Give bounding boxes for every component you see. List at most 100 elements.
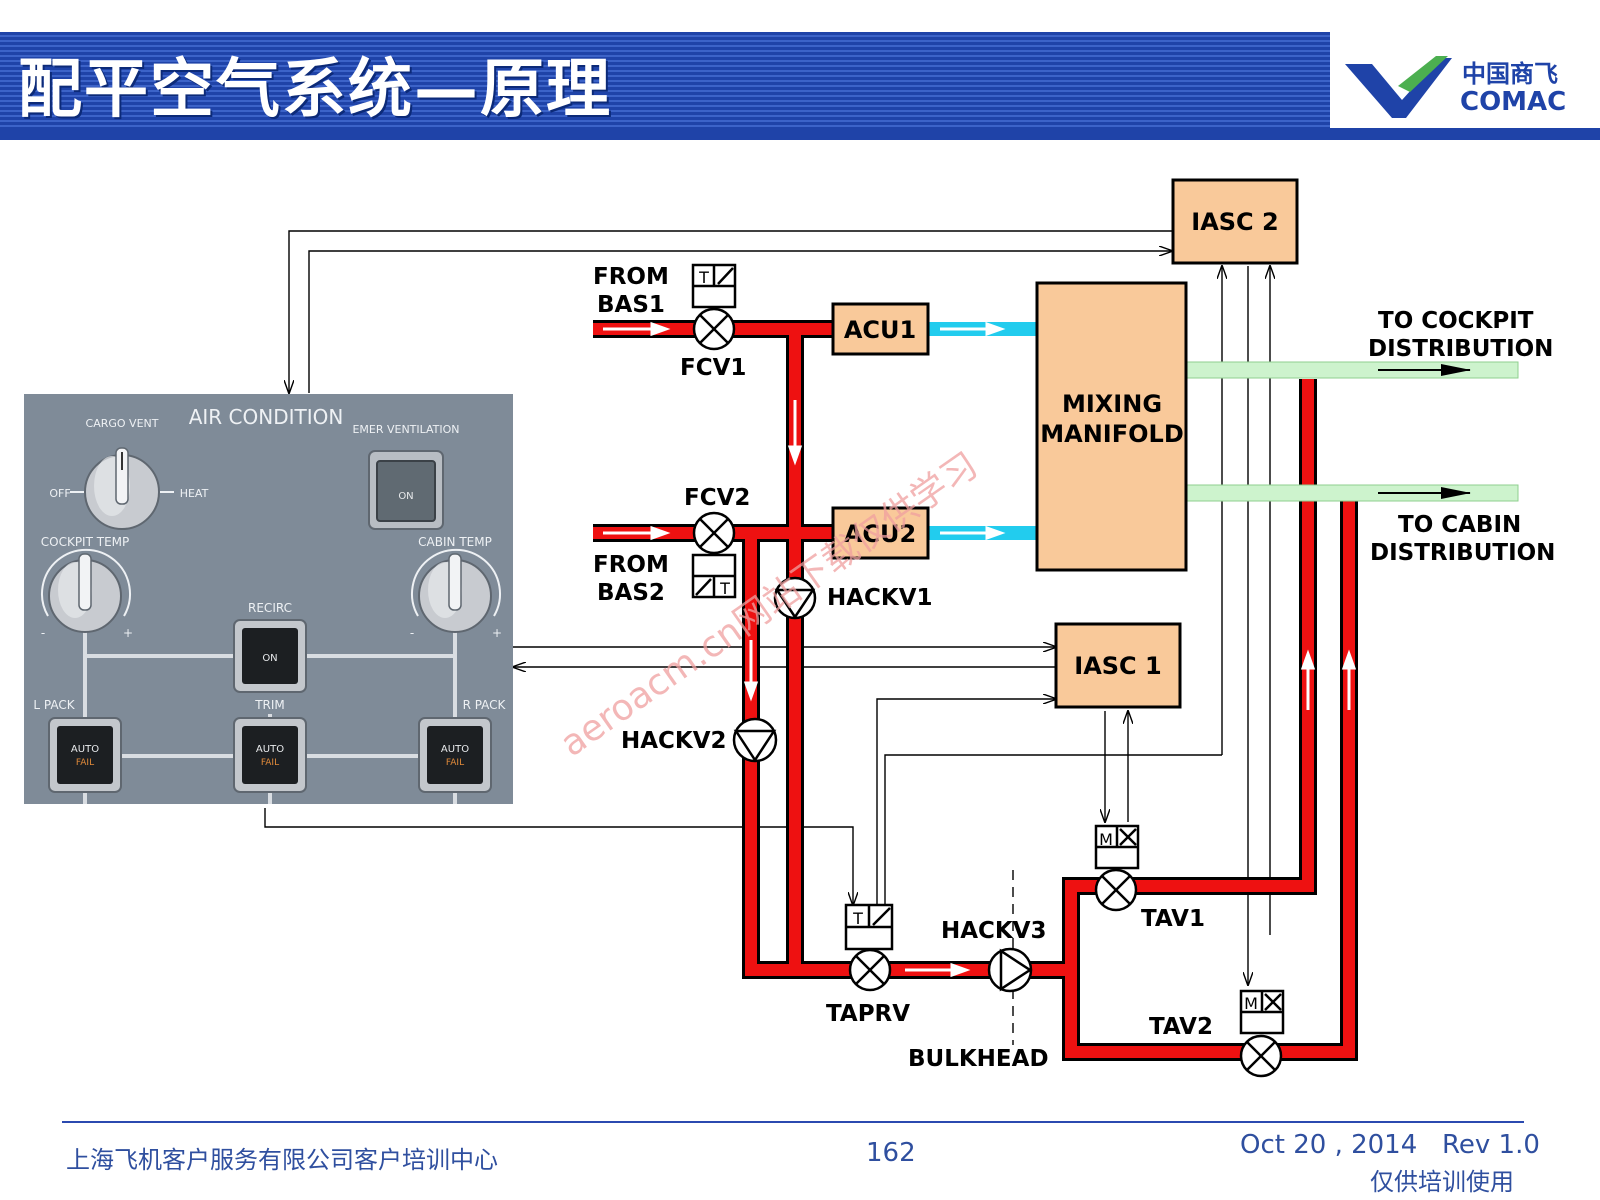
tav1-label: TAV1 bbox=[1141, 906, 1205, 932]
hackv1-label: HACKV1 bbox=[827, 585, 933, 611]
panel-labels: AIR CONDITION CARGO VENT OFF HEAT EMER V… bbox=[33, 405, 506, 712]
comac-logo: 中国商飞 COMAC bbox=[1345, 56, 1566, 118]
recirc-button[interactable]: ON bbox=[233, 619, 307, 693]
iasc2-label: IASC 2 bbox=[1191, 208, 1278, 236]
signal-iasc2-to-taprv bbox=[884, 754, 1222, 905]
tav1-m: M bbox=[1099, 830, 1113, 849]
signal-lines bbox=[264, 230, 1270, 1045]
recirc-on-text: ON bbox=[262, 653, 277, 664]
cockpit-minus: - bbox=[41, 626, 45, 640]
footer-revision: Rev 1.0 bbox=[1442, 1130, 1540, 1160]
fcv1-label: FCV1 bbox=[680, 355, 746, 381]
cabin-plus: + bbox=[492, 626, 502, 640]
r-pack-auto: AUTO bbox=[441, 744, 469, 755]
taprv-label: TAPRV bbox=[826, 1001, 910, 1027]
bulkhead-label: BULKHEAD bbox=[908, 1046, 1049, 1072]
recirc-label: RECIRC bbox=[248, 601, 292, 615]
logo-chevron-green bbox=[1398, 56, 1448, 92]
manifold-label: MANIFOLD bbox=[1040, 420, 1183, 448]
signal-iasc2-to-panel bbox=[289, 230, 1172, 393]
emer-on-text: ON bbox=[398, 491, 413, 502]
cockpit-plus: + bbox=[123, 626, 133, 640]
pipe-flow-arrows bbox=[603, 321, 1357, 978]
heat-label: HEAT bbox=[180, 487, 209, 500]
logo-en-text: COMAC bbox=[1460, 87, 1566, 117]
cockpit-temp-knob[interactable] bbox=[41, 548, 131, 633]
to-cabin-label: TO CABIN bbox=[1398, 512, 1521, 538]
trim-auto: AUTO bbox=[256, 744, 284, 755]
valves bbox=[691, 263, 1285, 1078]
iasc1-label: IASC 1 bbox=[1074, 652, 1161, 680]
trim-label: TRIM bbox=[254, 698, 285, 712]
mixing-label: MIXING bbox=[1062, 390, 1162, 418]
taprv-valve bbox=[844, 903, 894, 992]
tav1-valve bbox=[1094, 824, 1140, 912]
component-boxes bbox=[831, 178, 1299, 709]
hackv3-label: HACKV3 bbox=[941, 918, 1047, 944]
from-bas1-bas: BAS1 bbox=[597, 292, 665, 318]
air-condition-panel: AIR CONDITION CARGO VENT OFF HEAT EMER V… bbox=[24, 394, 513, 804]
emer-ventilation-button[interactable]: ON bbox=[368, 450, 444, 530]
off-label: OFF bbox=[49, 487, 70, 500]
iasc1-box bbox=[1054, 622, 1182, 709]
cargo-vent-knob[interactable] bbox=[70, 447, 174, 530]
cabin-distribution-label: DISTRIBUTION bbox=[1370, 540, 1555, 566]
page-title: 配平空气系统—原理 bbox=[18, 53, 612, 127]
l-pack-auto: AUTO bbox=[71, 744, 99, 755]
fcv2-t: T bbox=[719, 579, 730, 598]
fcv1-valve bbox=[691, 263, 737, 351]
l-pack-button[interactable]: AUTO FAIL bbox=[48, 717, 122, 793]
cockpit-distribution-label: DISTRIBUTION bbox=[1368, 336, 1553, 362]
iasc2-box bbox=[1171, 178, 1299, 265]
hackv2-label: HACKV2 bbox=[621, 728, 727, 754]
pipe-trunk-main bbox=[786, 329, 873, 979]
fcv1-t: T bbox=[698, 268, 709, 287]
acu1-label: ACU1 bbox=[844, 316, 916, 344]
footer-date: Oct 20 , 2014 bbox=[1240, 1130, 1418, 1160]
header-underline bbox=[0, 128, 1600, 140]
r-pack-fail: FAIL bbox=[446, 758, 464, 768]
logo-cn-text: 中国商飞 bbox=[1462, 60, 1558, 88]
r-pack-button[interactable]: AUTO FAIL bbox=[418, 717, 492, 793]
emer-ventilation-label: EMER VENTILATION bbox=[352, 423, 459, 436]
from-bas2-bas: BAS2 bbox=[597, 580, 665, 606]
to-cockpit-label: TO COCKPIT bbox=[1378, 308, 1534, 334]
tav2-m: M bbox=[1244, 994, 1258, 1013]
from-bas1-from: FROM bbox=[593, 264, 669, 290]
footer-company: 上海飞机客户服务有限公司客户培训中心 bbox=[66, 1146, 498, 1174]
signal-taprv-to-iasc1 bbox=[876, 699, 1056, 905]
footer-divider bbox=[62, 1121, 1524, 1123]
panel-title: AIR CONDITION bbox=[189, 405, 344, 429]
acu2-label: ACU2 bbox=[844, 520, 916, 548]
l-pack-fail: FAIL bbox=[76, 758, 94, 768]
cabin-temp-label: CABIN TEMP bbox=[418, 535, 492, 549]
tav2-label: TAV2 bbox=[1149, 1014, 1213, 1040]
from-bas2-from: FROM bbox=[593, 552, 669, 578]
cockpit-temp-label: COCKPIT TEMP bbox=[41, 535, 130, 549]
r-pack-label: R PACK bbox=[463, 698, 507, 712]
fcv2-label: FCV2 bbox=[684, 485, 750, 511]
cargo-vent-label: CARGO VENT bbox=[86, 417, 159, 430]
trim-fail: FAIL bbox=[261, 758, 279, 768]
acu2-box bbox=[831, 506, 930, 560]
logo-chevron-blue bbox=[1345, 58, 1452, 118]
header-bar bbox=[0, 32, 1330, 128]
l-pack-label: L PACK bbox=[33, 698, 75, 712]
diagram-labels: FROM BAS1 FCV1 FCV2 FROM BAS2 HACKV1 HAC… bbox=[593, 264, 1555, 1072]
tav2-valve bbox=[1239, 989, 1285, 1078]
acu1-box bbox=[831, 302, 930, 356]
taprv-t: T bbox=[852, 909, 863, 928]
actuator-letters: T T T M M bbox=[698, 268, 1258, 1013]
box-labels: IASC 2 ACU1 ACU2 MIXING MANIFOLD IASC 1 bbox=[844, 208, 1279, 680]
footer-training-note: 仅供培训使用 bbox=[1370, 1168, 1514, 1196]
cabin-minus: - bbox=[410, 626, 414, 640]
fcv2-valve bbox=[691, 511, 737, 599]
signal-panel-to-iasc2 bbox=[308, 251, 1172, 393]
hackv2-valve bbox=[732, 717, 778, 763]
trim-button[interactable]: AUTO FAIL bbox=[233, 717, 307, 793]
cabin-temp-knob[interactable] bbox=[411, 548, 501, 633]
mixing-manifold-box bbox=[1035, 281, 1188, 572]
hackv1-valve bbox=[773, 576, 817, 620]
footer-page-number: 162 bbox=[866, 1138, 916, 1168]
